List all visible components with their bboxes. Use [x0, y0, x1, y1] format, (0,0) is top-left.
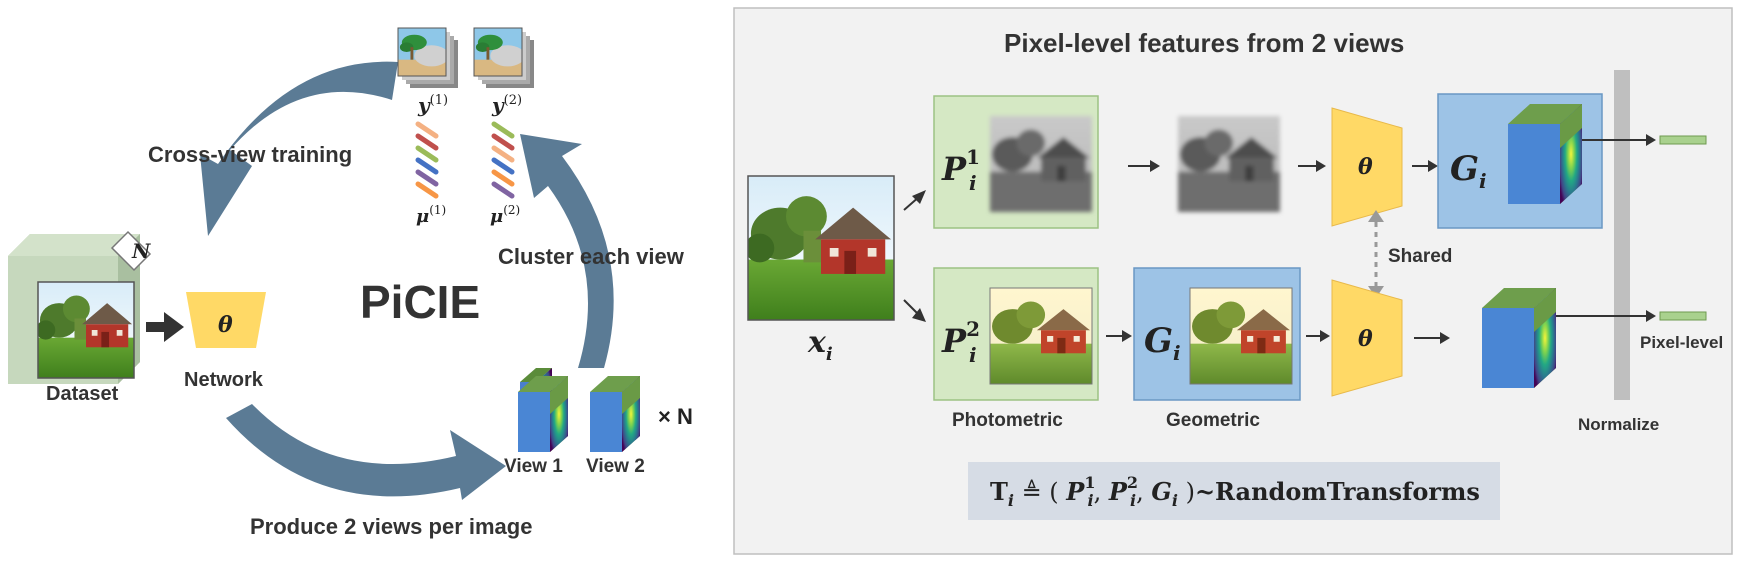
picie-title: PiCIE [360, 276, 480, 328]
network-label: Network [184, 369, 264, 391]
network-theta-block [186, 292, 266, 348]
dataset-stack [8, 230, 152, 384]
right-panel-title: Pixel-level features from 2 views [1004, 28, 1404, 58]
view2-feature-cube [590, 376, 640, 452]
top-g-label: Gi [1450, 149, 1487, 193]
normalize-label: Normalize [1578, 415, 1659, 434]
top-output-arrow [1582, 134, 1707, 146]
bottom-arrow-3 [1414, 332, 1450, 344]
top-arrow-3 [1412, 160, 1438, 172]
dataset-image [38, 282, 134, 378]
input-image [748, 176, 894, 320]
top-photometric-image [990, 116, 1092, 212]
dataset-to-network-arrow [146, 312, 184, 342]
top-geometric-image [1178, 116, 1280, 212]
cluster-each-view-label: Cluster each view [498, 244, 685, 269]
bottom-photometric-image [990, 288, 1092, 384]
bottom-output-arrow [1556, 310, 1707, 322]
y2-label: y(2) [491, 93, 522, 117]
input-x-label: xi [807, 325, 833, 365]
bottom-g-label: Gi [1144, 321, 1181, 365]
dataset-label: Dataset [46, 383, 119, 405]
view1-label: View 1 [504, 456, 563, 477]
photometric-label: Photometric [952, 410, 1063, 431]
formula-box [968, 462, 1500, 520]
y2-image-stack [473, 27, 534, 88]
cycle-arrow-top-left [200, 61, 398, 237]
mu2-label: μ(2) [490, 203, 520, 227]
shared-label: Shared [1388, 246, 1452, 267]
dataset-count-label: N [131, 239, 151, 263]
top-theta-symbol: θ [1358, 154, 1373, 180]
mu2-centroids [491, 121, 515, 199]
bottom-arrow-2 [1306, 330, 1330, 342]
bottom-geometric-image [1190, 288, 1292, 384]
cycle-arrow-right [520, 134, 614, 368]
right-panel: Pixel-level features from 2 views Normal… [733, 7, 1733, 555]
network-theta-symbol: θ [218, 312, 233, 338]
y1-label: y(1) [417, 93, 448, 117]
bottom-theta-encoder [1331, 279, 1403, 397]
y1-image-stack [397, 27, 458, 88]
cross-view-training-label: Cross-view training [148, 142, 352, 167]
input-to-branches-arrows [903, 190, 926, 322]
top-feature-cube [1508, 104, 1582, 204]
mu1-centroids [415, 121, 439, 199]
top-theta-encoder [1331, 107, 1403, 227]
cycle-arrow-bottom [226, 404, 506, 500]
geometric-label: Geometric [1166, 410, 1260, 431]
produce-views-label: Produce 2 views per image [250, 514, 532, 539]
shared-link [1368, 210, 1384, 298]
view1-feature-cube-main [518, 376, 568, 452]
pixel-level-label: Pixel-level [1640, 333, 1723, 352]
mu1-label: μ(1) [416, 203, 446, 227]
top-arrow-1 [1128, 160, 1160, 172]
normalize-bar [1614, 70, 1630, 400]
view2-label: View 2 [586, 456, 645, 477]
times-n-label: × N [658, 404, 693, 429]
top-arrow-2 [1298, 160, 1326, 172]
left-panel: Cross-view training Cluster each view Pr… [8, 27, 693, 539]
bottom-arrow-1 [1106, 330, 1132, 342]
bottom-theta-symbol: θ [1358, 326, 1373, 352]
bottom-feature-cube [1482, 288, 1556, 388]
